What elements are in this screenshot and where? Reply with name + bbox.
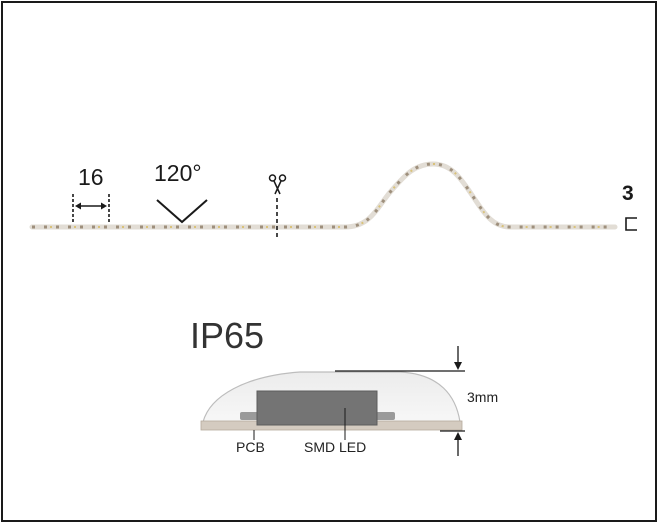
- height-dimension: [335, 346, 465, 456]
- scissors-icon: [268, 174, 287, 195]
- beam-angle-marker: [156, 199, 208, 224]
- strip-body: [29, 161, 618, 230]
- side-thickness-bracket: [625, 217, 637, 231]
- strip-leds: [32, 162, 615, 229]
- smd-led-label: SMD LED: [304, 439, 367, 455]
- side-thickness-label: 3: [622, 182, 634, 205]
- ip-rating-label: IP65: [190, 315, 265, 356]
- led-strip: [29, 161, 618, 230]
- beam-angle-label: 120°: [154, 160, 202, 186]
- pitch-label: 16: [78, 164, 104, 190]
- solder-right: [375, 412, 395, 420]
- smd-led-chip: [256, 390, 378, 426]
- cross-section: [200, 371, 463, 440]
- strip-highlights: [32, 162, 615, 228]
- pitch-dimension: [72, 194, 110, 223]
- pcb-label: PCB: [236, 439, 265, 455]
- solder-left: [240, 412, 260, 420]
- cut-mark: [268, 174, 287, 240]
- height-label: 3mm: [467, 389, 499, 405]
